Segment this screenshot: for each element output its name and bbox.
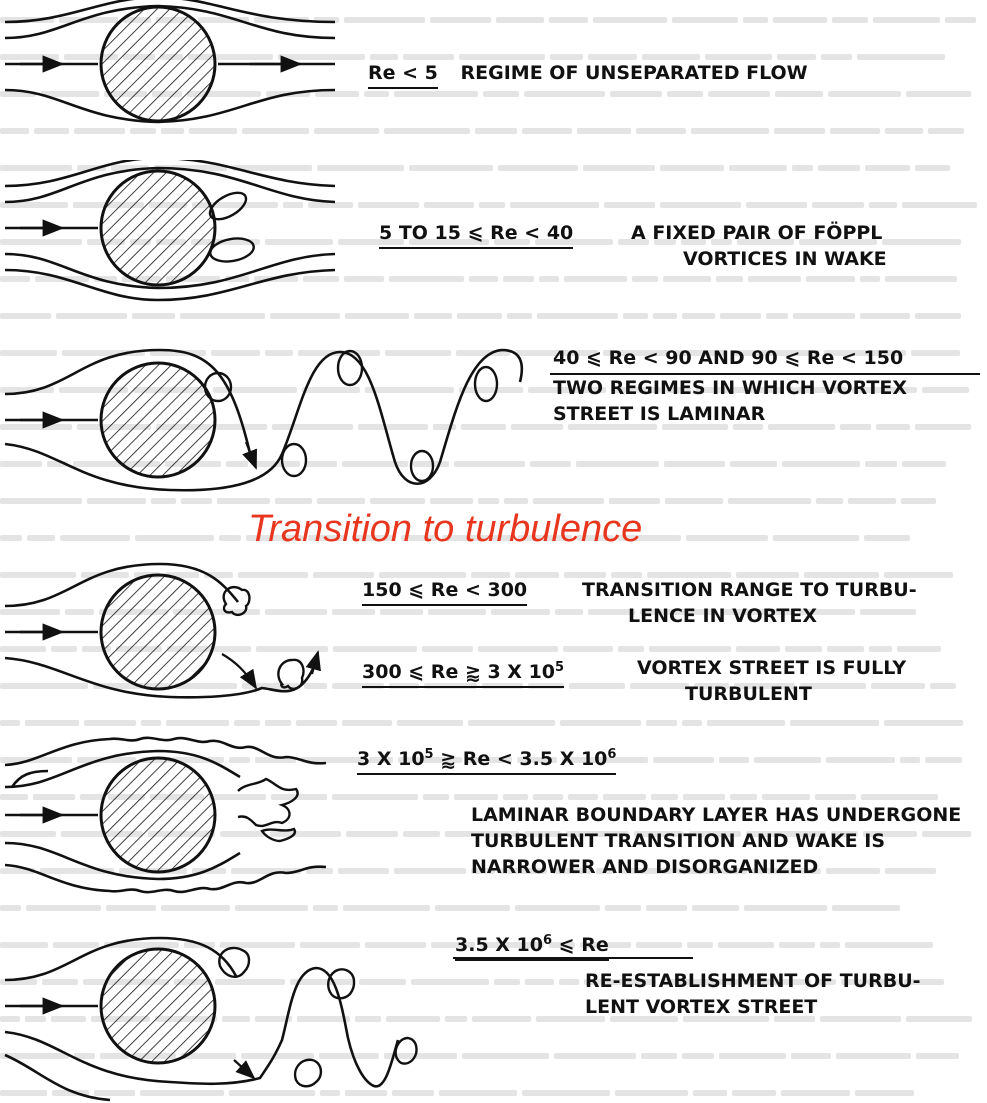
regime-6-label: 3 X 105 ⪆ Re < 3.5 X 106 LAMINAR BOUNDAR… bbox=[357, 742, 616, 775]
regime-2-condition: 5 TO 15 ⩽ Re < 40 bbox=[379, 220, 573, 249]
regime-6-description: LAMINAR BOUNDARY LAYER HAS UNDERGONE TUR… bbox=[471, 802, 961, 880]
regime-6-condition: 3 X 105 ⪆ Re < 3.5 X 106 bbox=[357, 742, 616, 775]
regime-3-condition: 40 ⩽ Re < 90 AND 90 ⩽ Re < 150 bbox=[553, 345, 907, 371]
regime-3-label: 40 ⩽ Re < 90 AND 90 ⩽ Re < 150 TWO REGIM… bbox=[553, 345, 907, 427]
description-line: TWO REGIMES IN WHICH VORTEX bbox=[553, 375, 907, 401]
regime-4-label: 150 ⩽ Re < 300 TRANSITION RANGE TO TURBU… bbox=[362, 577, 527, 606]
turbulent-vortex-street-diagram bbox=[0, 562, 340, 717]
description-line: RE-ESTABLISHMENT OF TURBU- bbox=[585, 968, 921, 994]
description-line: STREET IS LAMINAR bbox=[553, 401, 907, 427]
regime-7-label: 3.5 X 106 ⩽ Re RE-ESTABLISHMENT OF TURBU… bbox=[455, 928, 609, 961]
regime-1-description: REGIME OF UNSEPARATED FLOW bbox=[461, 60, 808, 86]
turbulent-wake bbox=[238, 779, 298, 841]
ghost-text-line bbox=[0, 896, 987, 916]
description-line: VORTICES IN WAKE bbox=[683, 246, 887, 272]
regime-1-condition: Re < 5 bbox=[368, 60, 438, 89]
description-line: NARROWER AND DISORGANIZED bbox=[471, 854, 961, 880]
laminar-vortex-street-diagram bbox=[0, 332, 540, 507]
description-line: LENCE IN VORTEX bbox=[628, 603, 917, 629]
cylinder-shape bbox=[101, 171, 215, 285]
cylinder-shape bbox=[101, 575, 215, 689]
cylinder-shape bbox=[101, 949, 215, 1063]
description-line: VORTEX STREET IS FULLY bbox=[637, 655, 906, 681]
regime-1-label: Re < 5 REGIME OF UNSEPARATED FLOW bbox=[368, 60, 808, 89]
description-line: TURBULENT TRANSITION AND WAKE IS bbox=[471, 828, 961, 854]
description-line: TRANSITION RANGE TO TURBU- bbox=[582, 577, 917, 603]
streamlines bbox=[5, 350, 522, 490]
foppl-vortices-diagram bbox=[0, 160, 340, 310]
condition-underline bbox=[550, 373, 980, 375]
cylinder-shape bbox=[101, 7, 215, 121]
disorganized-wake-diagram bbox=[0, 735, 340, 895]
regime-2-description: A FIXED PAIR OF FÖPPL VORTICES IN WAKE bbox=[631, 220, 887, 272]
description-line: LENT VORTEX STREET bbox=[585, 994, 921, 1020]
description-line: TURBULENT bbox=[685, 681, 906, 707]
transition-to-turbulence-label: Transition to turbulence bbox=[248, 508, 642, 551]
regime-5-description: VORTEX STREET IS FULLY TURBULENT bbox=[637, 655, 906, 707]
regime-5-label: 300 ⩽ Re ⪆ 3 X 105 VORTEX STREET IS FULL… bbox=[362, 655, 564, 688]
reestablished-vortex-street-diagram bbox=[0, 920, 460, 1103]
regime-5-condition: 300 ⩽ Re ⪆ 3 X 105 bbox=[362, 655, 564, 688]
regime-7-description: RE-ESTABLISHMENT OF TURBU- LENT VORTEX S… bbox=[585, 968, 921, 1020]
regime-2-label: 5 TO 15 ⩽ Re < 40 A FIXED PAIR OF FÖPPL … bbox=[379, 220, 573, 249]
cylinder-shape bbox=[101, 363, 215, 477]
description-line: A FIXED PAIR OF FÖPPL bbox=[631, 220, 887, 246]
unseparated-flow-diagram bbox=[0, 0, 340, 130]
description-line: LAMINAR BOUNDARY LAYER HAS UNDERGONE bbox=[471, 802, 961, 828]
regime-4-condition: 150 ⩽ Re < 300 bbox=[362, 577, 527, 606]
condition-underline bbox=[453, 957, 693, 959]
turbulent-vortices bbox=[224, 587, 304, 689]
regime-4-description: TRANSITION RANGE TO TURBU- LENCE IN VORT… bbox=[582, 577, 917, 629]
cylinder-shape bbox=[101, 758, 215, 872]
